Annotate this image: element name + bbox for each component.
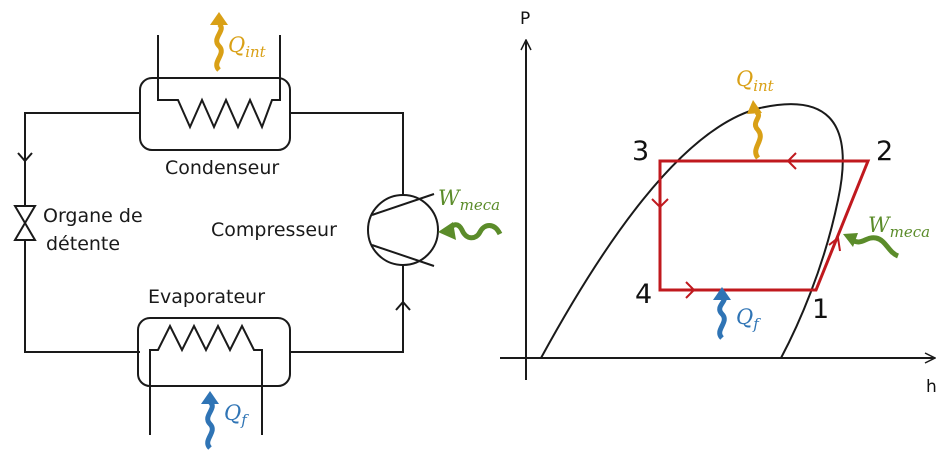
circuit-wire-top-right — [290, 112, 404, 195]
schematic — [13, 35, 439, 435]
point-4-label: 4 — [635, 279, 652, 310]
expansion-valve-label-line2: détente — [46, 233, 120, 255]
condenser-coil — [157, 35, 281, 130]
q-f-arrow-icon — [201, 391, 219, 450]
ph-w-meca-label: Wmeca — [868, 213, 930, 241]
p-axis-label: P — [520, 9, 530, 29]
q-f-subscript: f — [240, 411, 249, 429]
point-2-label: 2 — [876, 136, 893, 167]
compressor-icon — [367, 193, 439, 267]
ph-q-f-symbol: Q — [736, 305, 753, 329]
evaporator-label: Evaporateur — [148, 286, 265, 308]
ph-q-int-arrow-icon — [747, 100, 763, 160]
q-int-subscript: int — [245, 43, 266, 61]
point-3-label: 3 — [632, 136, 649, 167]
q-f-symbol: Q — [224, 401, 241, 425]
point-1-label: 1 — [812, 294, 829, 325]
ph-w-meca-arrow-icon — [843, 233, 900, 259]
ph-w-meca-subscript: meca — [890, 223, 930, 241]
h-axis-label: h — [926, 377, 937, 397]
ph-q-int-label: Qint — [736, 67, 775, 95]
ph-q-int-subscript: int — [753, 77, 774, 95]
ph-q-f-arrow-icon — [713, 287, 731, 340]
w-meca-symbol: W — [438, 186, 462, 210]
ph-q-f-label: Qf — [736, 305, 761, 333]
w-meca-label: Wmeca — [438, 186, 500, 214]
q-int-symbol: Q — [228, 33, 245, 57]
q-int-arrow-icon — [210, 12, 228, 72]
expansion-valve-icon — [13, 205, 37, 241]
ph-w-meca-symbol: W — [868, 213, 892, 237]
refrigeration-cycle — [658, 159, 871, 292]
ph-q-int-symbol: Q — [736, 67, 753, 91]
ph-q-f-subscript: f — [752, 315, 761, 333]
q-f-label: Qf — [224, 401, 249, 429]
ph-diagram: P h 1 2 3 4 Qint Wmeca — [500, 9, 937, 397]
q-int-label: Qint — [228, 33, 267, 61]
flow-arrow-right — [395, 300, 411, 311]
condenser-label: Condenseur — [165, 157, 279, 179]
expansion-valve-label-line1: Organe de — [43, 205, 143, 227]
cycle-arrow-top — [786, 152, 797, 170]
evaporator-coil — [149, 323, 263, 435]
cycle-arrow-right — [828, 236, 841, 252]
evaporator-box — [137, 317, 291, 387]
evaporator — [137, 317, 291, 435]
w-meca-arrow-icon — [438, 222, 503, 241]
compressor-label: Compresseur — [211, 219, 337, 241]
w-meca-subscript: meca — [460, 196, 500, 214]
circuit-wire-bottom-right — [290, 265, 404, 353]
cycle-arrow-left — [651, 198, 669, 209]
condenser — [139, 35, 291, 151]
condenser-box — [139, 77, 291, 151]
cycle-arrow-bottom — [685, 281, 696, 299]
flow-arrow-left — [17, 152, 33, 163]
saturation-dome — [540, 103, 844, 359]
